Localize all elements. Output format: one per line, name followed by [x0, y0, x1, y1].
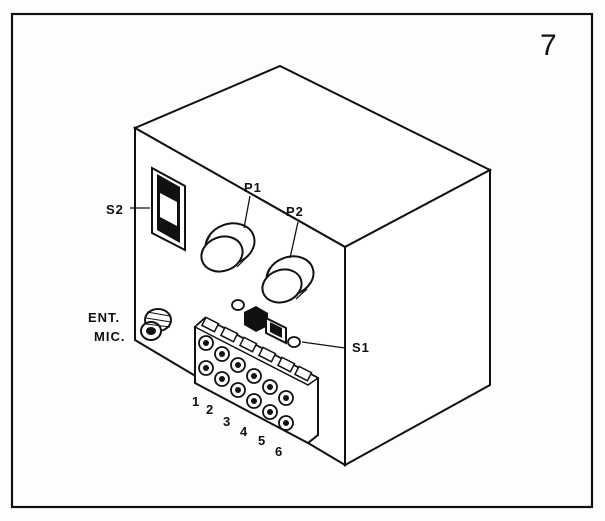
terminal-number: 6 [275, 444, 283, 459]
p2-potentiometer-knob[interactable] [258, 250, 319, 308]
hex-nut-icon [244, 306, 268, 332]
terminal-number: 4 [240, 424, 248, 439]
s1-leader-line [301, 341, 346, 349]
terminal-number: 5 [258, 433, 266, 448]
s1-switch-assembly[interactable] [244, 306, 301, 348]
terminal-strip [193, 316, 320, 445]
label-ent: ENT. [88, 310, 120, 325]
mic-input-jack[interactable] [140, 308, 172, 341]
label-s2: S2 [106, 202, 124, 217]
figure-frame [10, 12, 594, 509]
p2-leader-line [289, 221, 299, 259]
box-side-face [344, 168, 491, 467]
label-mic: MIC. [94, 329, 125, 344]
terminal-number: 2 [206, 402, 214, 417]
s2-rocker-switch[interactable] [151, 166, 186, 252]
indicator-lamp-icon [231, 299, 245, 311]
p1-potentiometer-knob[interactable] [196, 217, 260, 278]
p1-leader-line [243, 195, 251, 229]
terminal-number: 3 [223, 414, 231, 429]
label-s1: S1 [352, 340, 370, 355]
terminal-number: 1 [192, 394, 200, 409]
figure-number: 7 [540, 29, 557, 62]
s1-lever-icon [287, 336, 301, 348]
label-p1: P1 [244, 180, 262, 195]
label-p2: P2 [286, 204, 304, 219]
